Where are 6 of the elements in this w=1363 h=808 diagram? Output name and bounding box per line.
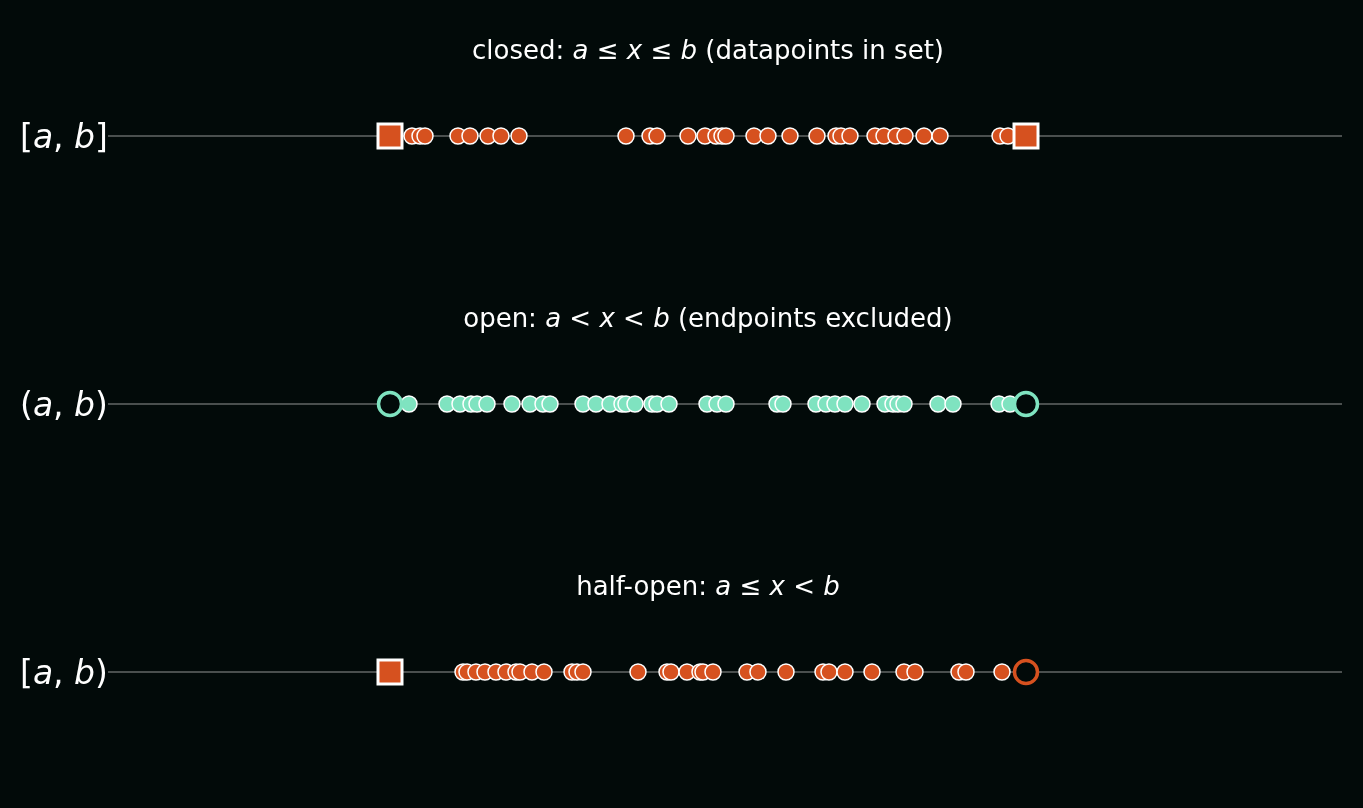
panel-heading: closed: a ≤ x ≤ b (datapoints in set) xyxy=(472,35,944,65)
interval-notation: [a, b] xyxy=(20,116,108,156)
panel-heading: half-open: a ≤ x < b xyxy=(576,571,840,601)
panel-heading: open: a < x < b (endpoints excluded) xyxy=(463,303,953,333)
interval-notation: (a, b) xyxy=(20,384,108,424)
interval-notation: [a, b) xyxy=(20,652,108,692)
